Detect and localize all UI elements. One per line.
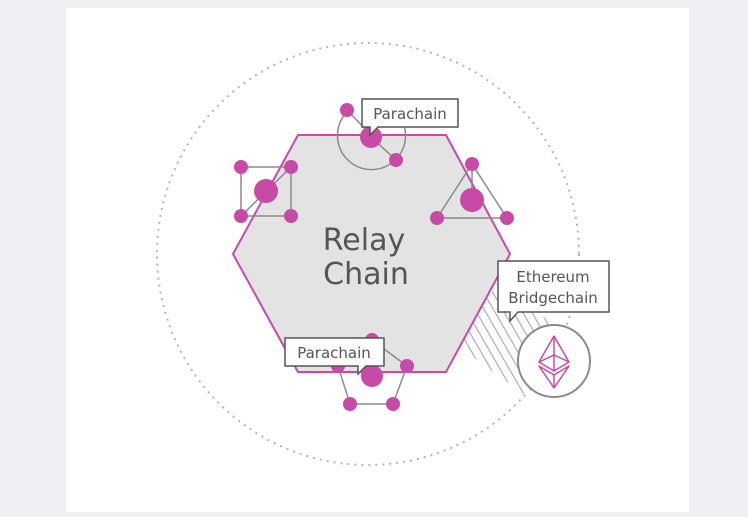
relay-chain-hexagon — [231, 134, 512, 373]
parachain-node-top — [336, 103, 407, 171]
parachain-node-left — [234, 160, 298, 223]
parachain-node-right — [430, 157, 514, 225]
label-bridge-line2: Bridgechain — [508, 289, 598, 307]
ethereum-diamond-icon — [538, 335, 570, 389]
label-parachain-bottom-text: Parachain — [297, 344, 371, 362]
relay-chain-title-line2: Chain — [323, 257, 409, 292]
ethereum-bridge-node — [517, 324, 591, 398]
label-parachain-top: Parachain — [361, 98, 459, 137]
relay-chain-title-line1: Relay — [323, 223, 405, 258]
label-ethereum-bridgechain: Ethereum Bridgechain — [497, 260, 610, 323]
label-bridge-line1: Ethereum — [516, 268, 589, 286]
label-parachain-bottom: Parachain — [284, 337, 385, 376]
label-parachain-top-text: Parachain — [373, 105, 447, 123]
outer-dotted-ring — [156, 42, 580, 466]
